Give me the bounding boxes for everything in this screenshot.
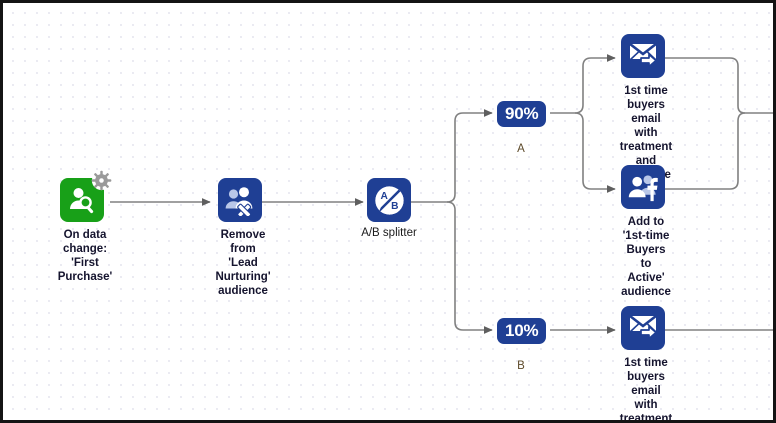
node-email-b-label: 1st time buyers email with treatment and… [619,357,673,423]
envelope-arrow-glyph [629,314,657,340]
node-trigger-label: On data change: 'First Purchase' [57,229,113,283]
people-remove-icon[interactable] [218,178,262,222]
node-facebook-audience-label: Add to '1st-time Buyers to Active' audie… [621,216,671,298]
edge-branch-a-to-email [574,54,616,114]
node-remove-audience[interactable]: Remove from 'Lead Nurturing' audience [215,178,271,297]
node-remove-audience-label: Remove from 'Lead Nurturing' audience [215,229,271,297]
people-remove-glyph [225,187,253,216]
facebook-f-letter [646,177,658,201]
email-send-icon[interactable] [621,34,665,78]
node-email-b[interactable]: 1st time buyers email with treatment and… [620,306,672,420]
branch-b-percent-badge[interactable]: 10% [497,318,547,344]
person-search-trigger-icon[interactable] [60,170,112,222]
edge-split-to-branch-a [446,109,493,203]
email-send-icon[interactable] [621,306,665,350]
node-ab-splitter-label: A/B splitter [361,227,417,239]
ab-split-circle-icon[interactable]: A B [367,178,411,222]
node-trigger[interactable]: On data change: 'First Purchase' [58,170,112,283]
node-ab-splitter[interactable]: A B A/B splitter [361,178,417,239]
gear-icon[interactable] [91,170,112,191]
branch-a-letter: A [517,143,525,155]
edge-facebook-to-merge [665,112,746,190]
branch-b-letter: B [517,360,525,372]
facebook-audience-icon[interactable] [621,165,665,209]
branch-a-percent-badge[interactable]: 90% [497,101,547,127]
node-facebook-audience[interactable]: Add to '1st-time Buyers to Active' audie… [621,165,671,298]
ab-split-glyph: A B [374,185,404,215]
node-email-a[interactable]: 1st time buyers email with treatment and… [620,34,672,181]
connector-edge-layer [110,54,773,334]
person-search-glyph [70,188,94,214]
facebook-people-glyph [628,174,658,201]
edge-email-a-to-merge [665,57,773,114]
envelope-arrow-glyph [629,42,657,68]
ab-icon-letter-b: B [391,201,398,212]
edge-split-to-branch-b [446,201,493,334]
edge-branch-a-to-facebook [574,112,616,193]
ab-icon-letter-a: A [380,190,388,201]
